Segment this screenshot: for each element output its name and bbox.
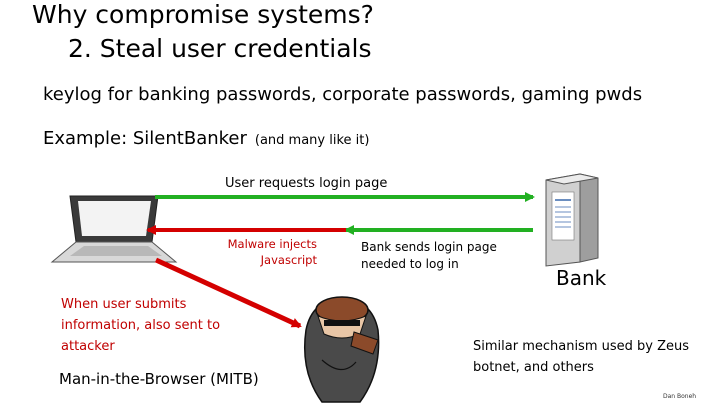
bank-label: Bank — [556, 266, 607, 290]
subtitle: keylog for banking passwords, corporate … — [43, 84, 643, 105]
bank-sends-label: Bank sends login page needed to log in — [361, 240, 497, 271]
laptop-icon — [50, 195, 178, 263]
title-line-2: 2. Steal user credentials — [68, 34, 372, 63]
when-user-label: When user submits information, also sent… — [61, 297, 221, 354]
example-note: (and many like it) — [254, 133, 370, 148]
malware-label: Malware injects Javascript — [227, 237, 317, 267]
example-label: Example: SilentBanker — [43, 128, 247, 149]
similar-label: Similar mechanism used by Zeus botnet, a… — [473, 339, 690, 375]
author-credit: Dan Boneh — [663, 393, 697, 400]
mitb-label: Man-in-the-Browser (MITB) — [59, 370, 259, 388]
server-icon — [545, 173, 599, 267]
title-line-1: Why compromise systems? — [32, 0, 374, 29]
example-line: Example: SilentBanker (and many like it) — [43, 127, 369, 153]
exfiltration-arrow — [154, 257, 302, 329]
attacker-icon — [303, 296, 380, 403]
user-request-label: User requests login page — [225, 176, 388, 191]
